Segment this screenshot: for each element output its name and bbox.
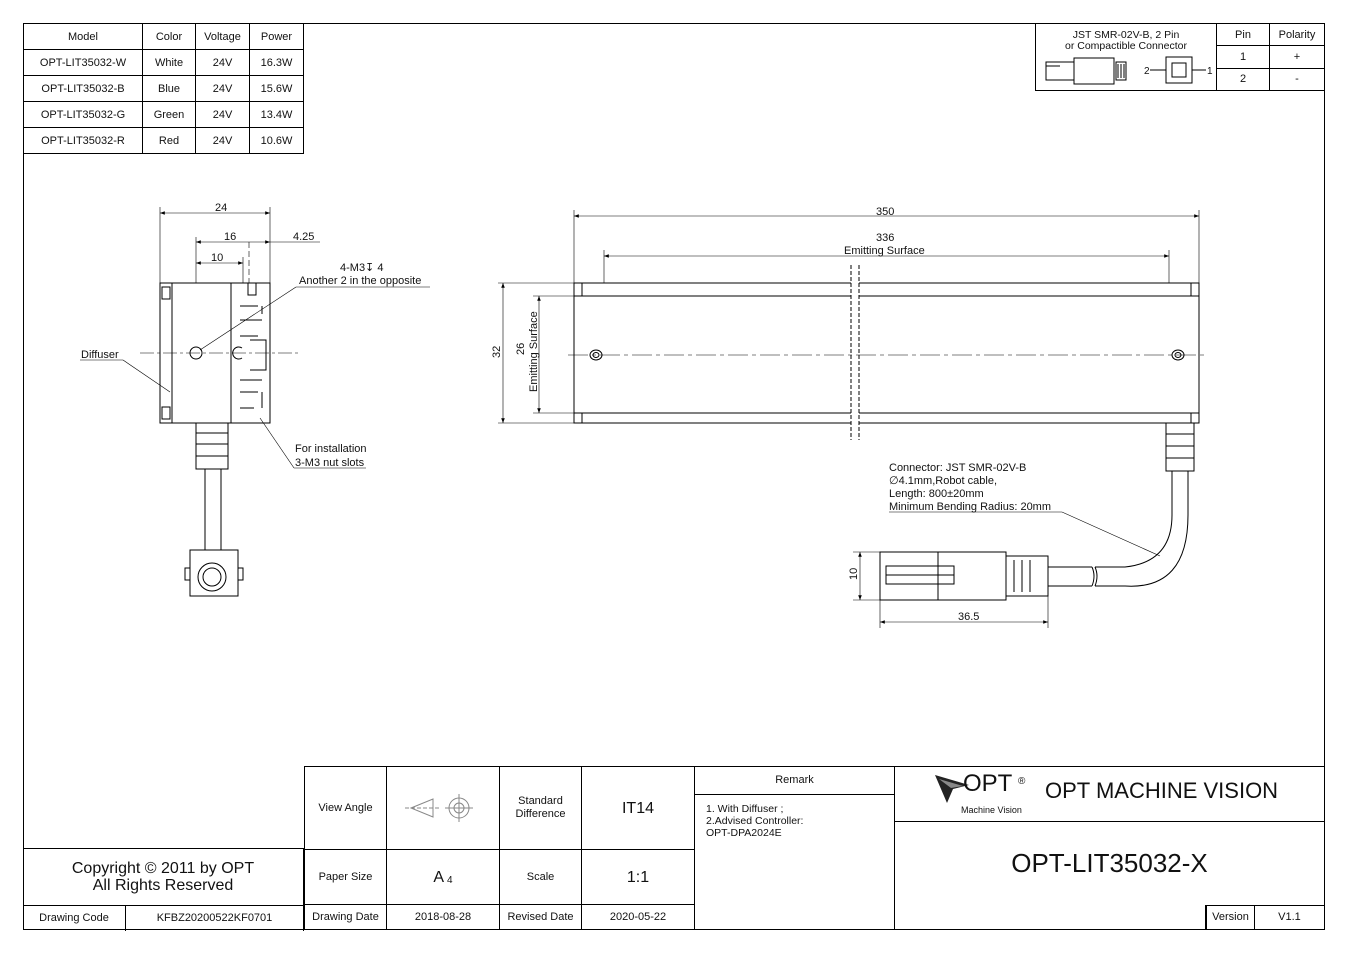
table-row: OPT-LIT35032-G Green 24V 13.4W (23, 101, 304, 128)
paper-size-label: Paper Size (305, 850, 387, 905)
voltage-cell: 24V (195, 101, 250, 128)
model-cell: OPT-LIT35032-W (23, 49, 143, 76)
remark-line3: OPT-DPA2024E (706, 827, 782, 839)
logo-registered: ® (1018, 776, 1026, 787)
color-cell: White (142, 49, 196, 76)
copyright: Copyright © 2011 by OPT All Rights Reser… (23, 849, 304, 905)
model-cell: OPT-LIT35032-G (23, 101, 143, 128)
view-angle-label: View Angle (305, 767, 387, 850)
drawing-code-label: Drawing Code (23, 906, 126, 931)
models-header-model: Model (23, 23, 143, 50)
standard-difference-text: Standard Difference (515, 795, 566, 820)
opt-logo-icon (935, 775, 969, 803)
models-header-row: Model Color Voltage Power (23, 23, 304, 50)
models-header-voltage: Voltage (195, 23, 250, 50)
logo-text: OPT (963, 770, 1013, 797)
scale-value: 1:1 (582, 850, 695, 905)
drawing-date-label: Drawing Date (305, 905, 387, 930)
power-cell: 15.6W (249, 75, 304, 102)
models-header-power: Power (249, 23, 304, 50)
version-label: Version (1206, 905, 1255, 930)
paper-size-letter: A (433, 868, 445, 886)
pin-cell: 2 (1216, 67, 1270, 92)
polarity-cell: + (1269, 45, 1325, 69)
remark-line2: 2.Advised Controller: (706, 815, 804, 827)
company-header: OPT ® Machine Vision OPT MACHINE VISION (895, 767, 1325, 822)
pin-label-2: 2 (1144, 66, 1150, 77)
drawing-code-value: KFBZ20200522KF0701 (126, 906, 304, 931)
connector-table: JST SMR-02V-B, 2 Pin or Compactible Conn… (1035, 22, 1325, 92)
paper-size-number: 4 (447, 874, 453, 886)
copyright-line2: All Rights Reserved (92, 877, 234, 894)
polarity-header: Polarity (1269, 22, 1325, 47)
projection-symbol-icon (405, 794, 473, 822)
power-cell: 16.3W (249, 49, 304, 76)
models-header-color: Color (142, 23, 196, 50)
drawing-code-row: Drawing Code KFBZ20200522KF0701 (23, 905, 304, 931)
logo-subtitle: Machine Vision (961, 805, 1022, 815)
pin-label-1: 1 (1207, 66, 1213, 77)
table-row: 2 - (1036, 67, 1325, 92)
table-row: OPT-LIT35032-R Red 24V 10.6W (23, 127, 304, 154)
revised-date-value: 2020-05-22 (582, 905, 695, 930)
company-name: OPT MACHINE VISION (1045, 778, 1279, 803)
view-angle-symbol (387, 767, 500, 850)
power-cell: 13.4W (249, 101, 304, 128)
voltage-cell: 24V (195, 49, 250, 76)
voltage-cell: 24V (195, 75, 250, 102)
pin-header: Pin (1216, 22, 1270, 47)
pin-cell: 1 (1216, 45, 1270, 69)
remark-label: Remark (695, 767, 895, 795)
color-cell: Blue (142, 75, 196, 102)
color-cell: Red (142, 127, 196, 154)
connector-title: JST SMR-02V-B, 2 Pin or Compactible Conn… (1036, 30, 1216, 52)
remark-line1: 1. With Diffuser ; (706, 803, 784, 815)
copyright-block: Copyright © 2011 by OPT All Rights Reser… (23, 848, 304, 931)
model-cell: OPT-LIT35032-B (23, 75, 143, 102)
product-code: OPT-LIT35032-X (895, 822, 1325, 905)
copyright-line1: Copyright © 2011 by OPT (71, 860, 255, 877)
power-cell: 10.6W (249, 127, 304, 154)
connector-diagram-cell: JST SMR-02V-B, 2 Pin or Compactible Conn… (1035, 23, 1217, 91)
revised-date-label: Revised Date (500, 905, 582, 930)
color-cell: Green (142, 101, 196, 128)
polarity-cell: - (1269, 67, 1325, 92)
models-table: Model Color Voltage Power OPT-LIT35032-W… (23, 23, 304, 154)
model-cell: OPT-LIT35032-R (23, 127, 143, 154)
connector-title-line1: JST SMR-02V-B, 2 Pin (1072, 29, 1180, 41)
remark-notes: 1. With Diffuser ; 2.Advised Controller:… (695, 795, 895, 930)
version-value: V1.1 (1255, 905, 1325, 930)
table-row: OPT-LIT35032-W White 24V 16.3W (23, 49, 304, 76)
connector-icon: 2 1 (1045, 56, 1213, 85)
voltage-cell: 24V (195, 127, 250, 154)
table-row: 1 + (1036, 45, 1325, 69)
standard-difference-value: IT14 (582, 767, 695, 850)
connector-title-line2: or Compactible Connector (1065, 40, 1187, 52)
drawing-date-value: 2018-08-28 (387, 905, 500, 930)
scale-label: Scale (500, 850, 582, 905)
table-row: OPT-LIT35032-B Blue 24V 15.6W (23, 75, 304, 102)
version-spacer (895, 905, 1206, 930)
standard-difference-label: Standard Difference (500, 767, 582, 850)
title-block: View Angle Standard Difference IT14 Pape… (304, 766, 1325, 930)
